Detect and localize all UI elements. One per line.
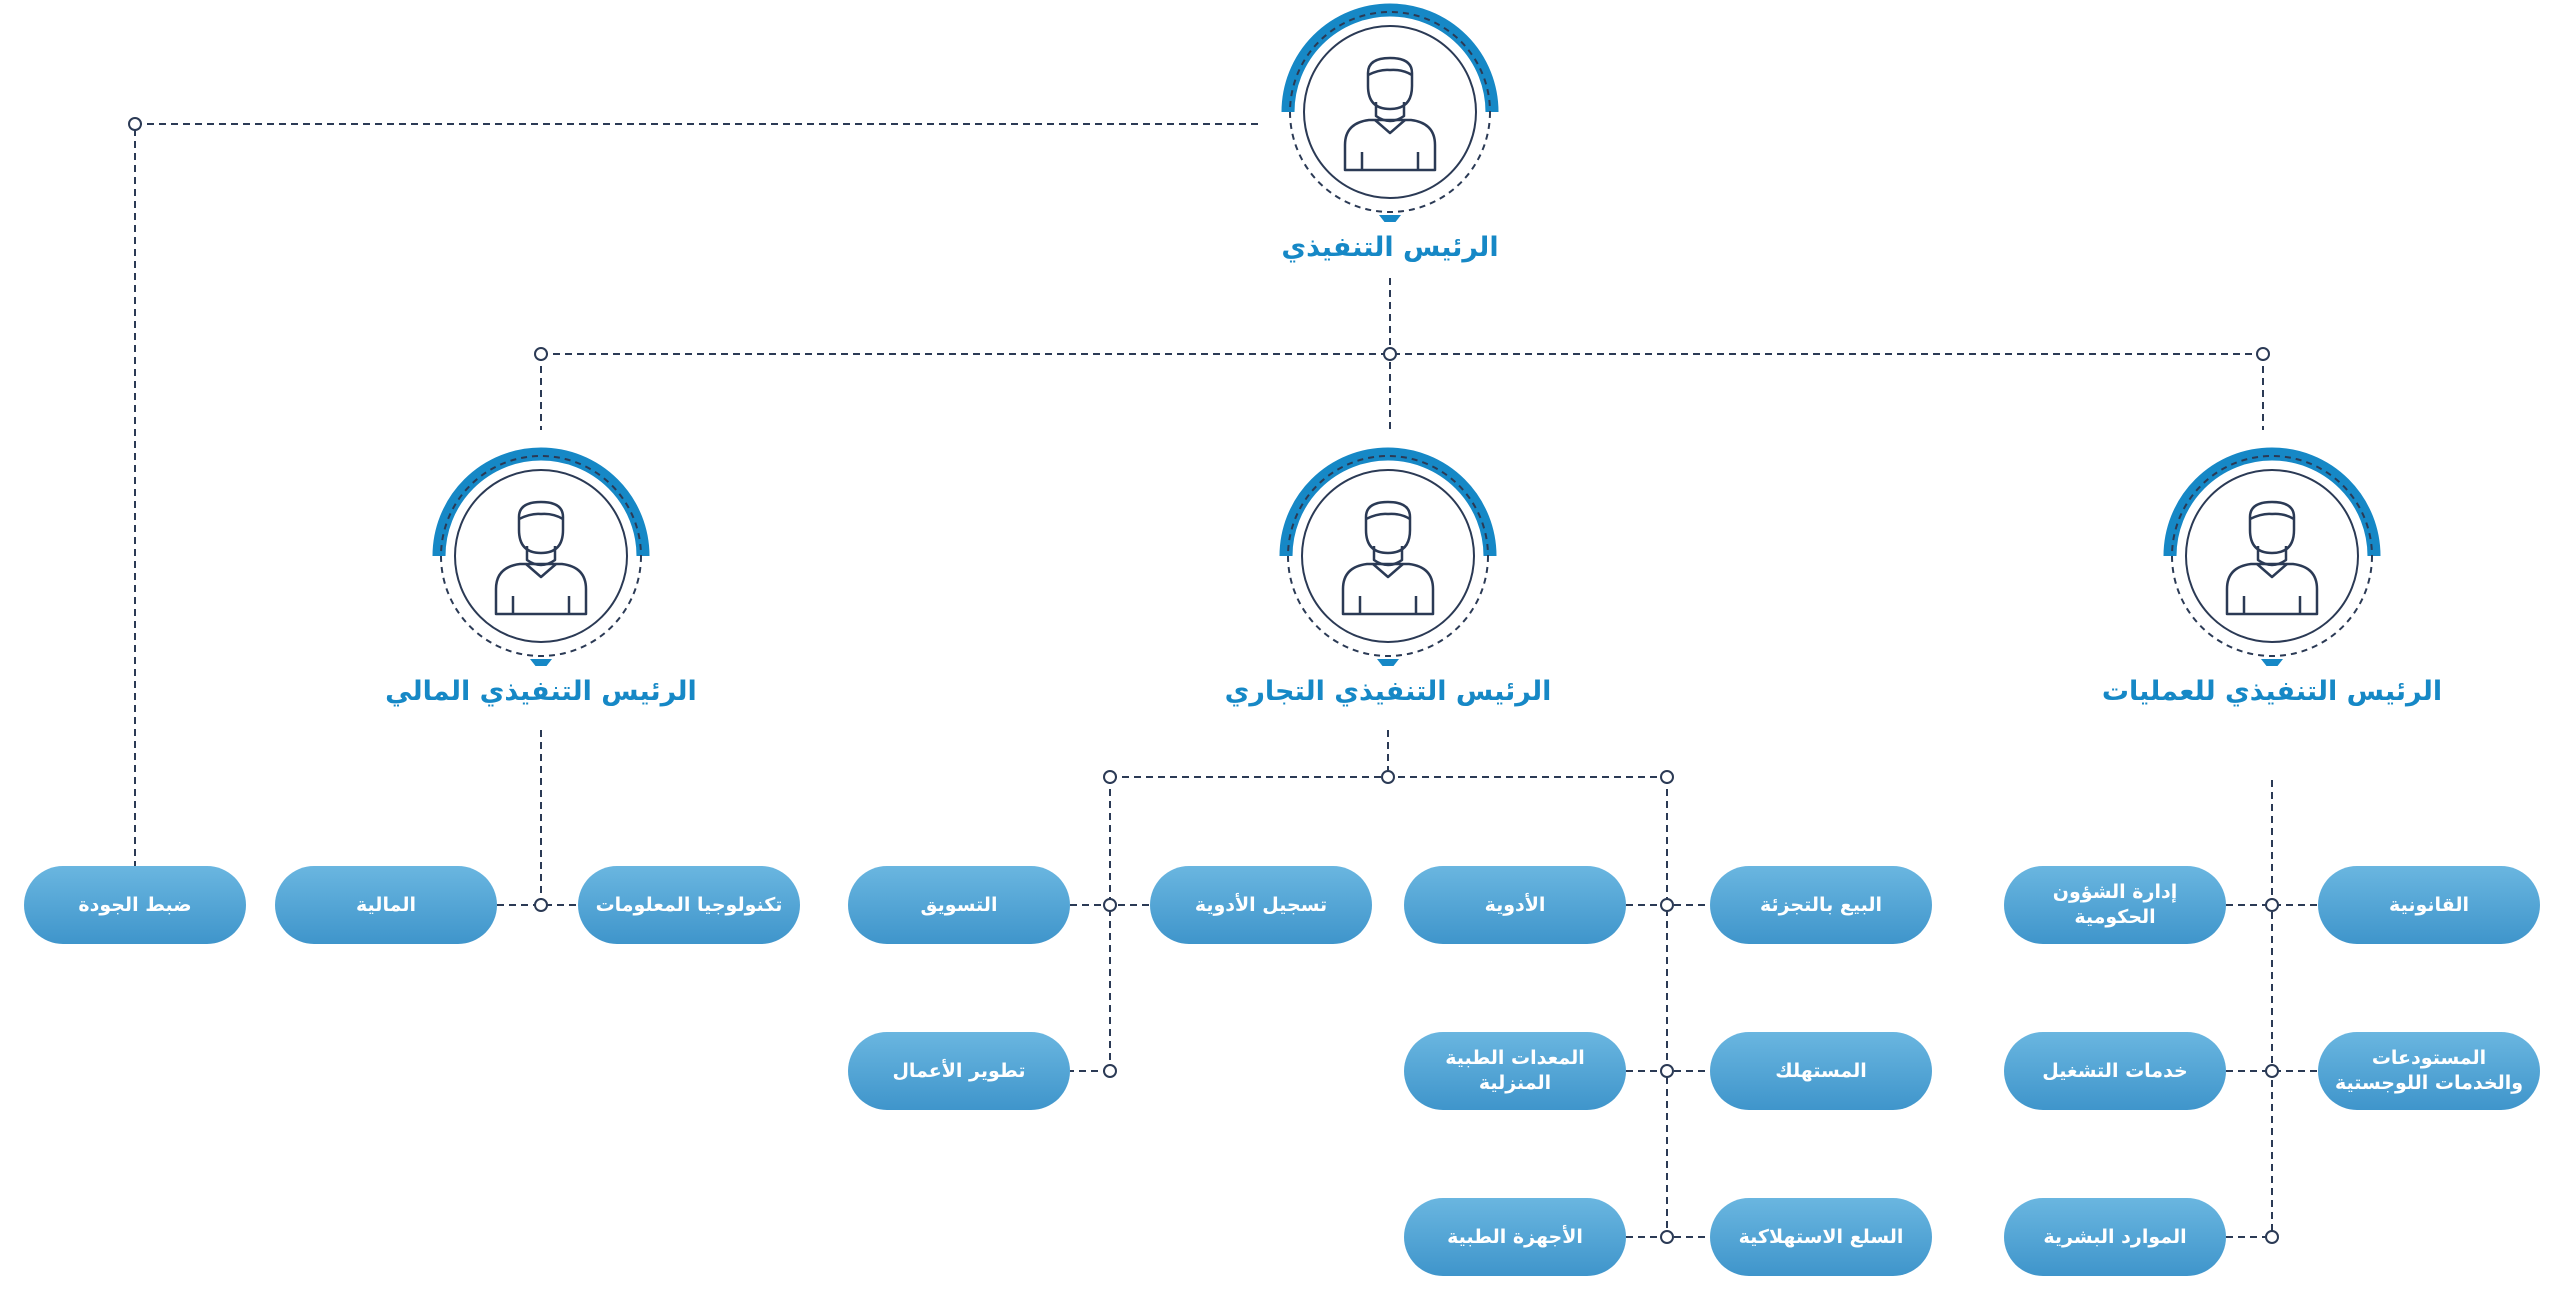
- unit-warehouses-logistics: المستودعات والخدمات اللوجستية: [2318, 1032, 2540, 1110]
- unit-legal: القانونية: [2318, 866, 2540, 944]
- unit-drug-registration: تسجيل الأدوية: [1150, 866, 1372, 944]
- unit-gov-affairs: إدارة الشؤون الحكومية: [2004, 866, 2226, 944]
- unit-consumer: المستهلك: [1710, 1032, 1932, 1110]
- unit-it: تكنولوجيا المعلومات: [578, 866, 800, 944]
- unit-consumer-goods: السلع الاستهلاكية: [1710, 1198, 1932, 1276]
- unit-business-development: تطوير الأعمال: [848, 1032, 1070, 1110]
- unit-marketing: التسويق: [848, 866, 1070, 944]
- cfo-title: الرئيس التنفيذي المالي: [385, 676, 697, 707]
- cco-title: الرئيس التنفيذي التجاري: [1224, 676, 1552, 707]
- unit-quality-control: ضبط الجودة: [24, 866, 246, 944]
- cco-avatar-icon: [1279, 447, 1497, 666]
- cfo-avatar-icon: [432, 447, 650, 666]
- unit-medicines: الأدوية: [1404, 866, 1626, 944]
- unit-home-medical-equipment: المعدات الطبية المنزلية: [1404, 1032, 1626, 1110]
- unit-hr: الموارد البشرية: [2004, 1198, 2226, 1276]
- unit-medical-devices: الأجهزة الطبية: [1404, 1198, 1626, 1276]
- unit-finance: المالية: [275, 866, 497, 944]
- ceo-title: الرئيس التنفيذي: [1281, 232, 1499, 263]
- unit-retail: البيع بالتجزئة: [1710, 866, 1932, 944]
- coo-title: الرئيس التنفيذي للعمليات: [2101, 676, 2443, 707]
- ceo-avatar-icon: [1281, 3, 1499, 222]
- coo-avatar-icon: [2163, 447, 2381, 666]
- connector-nodes: [128, 117, 2279, 1244]
- unit-operations-services: خدمات التشغيل: [2004, 1032, 2226, 1110]
